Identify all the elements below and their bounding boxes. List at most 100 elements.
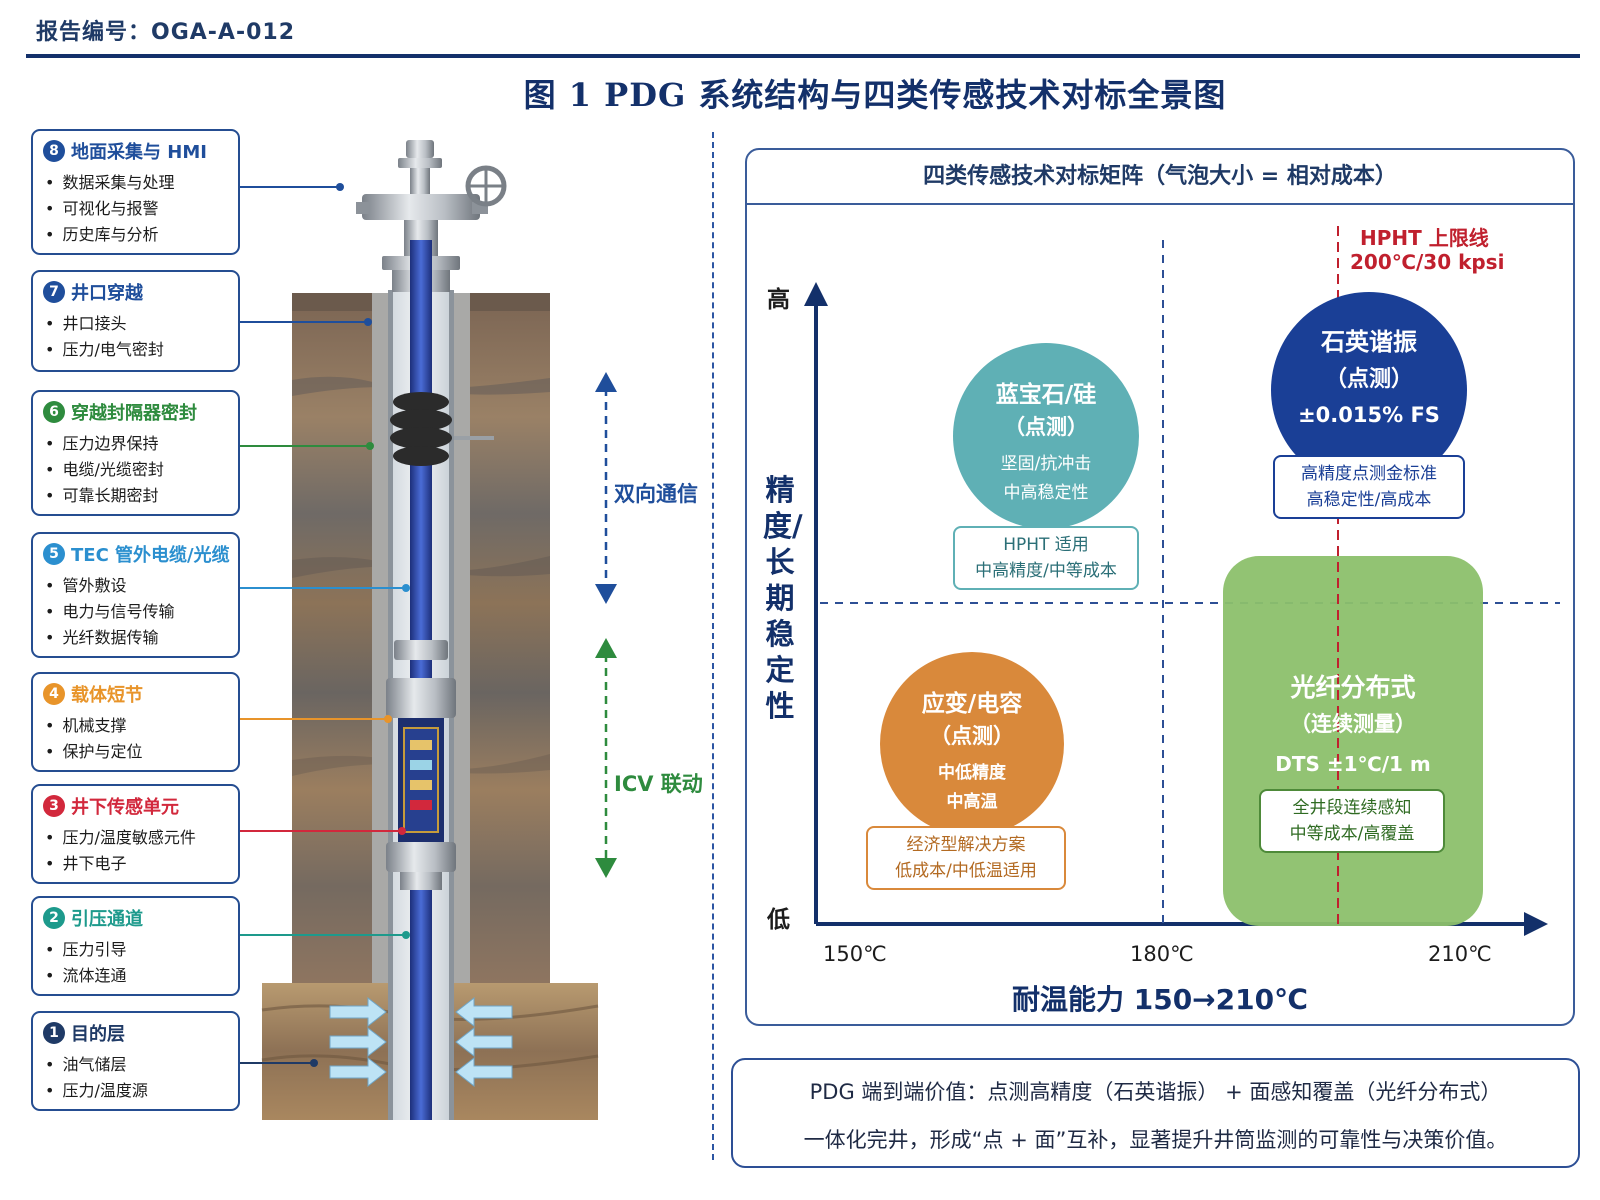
tag-strain-capacitive: 经济型解决方案 低成本/中低温适用 (866, 826, 1066, 890)
component-bullet: 可靠长期密封 (43, 483, 230, 509)
tag-line: 全井段连续感知 (1292, 798, 1412, 818)
component-title: 目的层 (71, 1024, 125, 1045)
comm-arrows (595, 372, 617, 878)
tag-line: 中高精度/中等成本 (975, 561, 1117, 581)
tag-line: HPHT 适用 (1003, 535, 1089, 555)
bubble-sapphire-silicon: 蓝宝石/硅 （点测） 坚固/抗冲击 中高稳定性 (953, 343, 1139, 529)
tech-mode: （连续测量） (1290, 712, 1416, 736)
y-axis-label: 精度/长期稳定性 (763, 473, 803, 723)
matrix-panel (745, 148, 1575, 1026)
leader-line-7 (240, 321, 368, 323)
leader-dot-5 (402, 584, 410, 592)
leader-line-6 (240, 445, 370, 447)
y-axis-low: 低 (767, 907, 790, 933)
tech-mode: （点测） (930, 724, 1014, 748)
bubble-strain-capacitive: 应变/电容 （点测） 中低精度 中高温 (880, 652, 1064, 836)
component-title: TEC 管外电缆/光缆 (71, 545, 230, 566)
x-axis-label: 耐温能力 150→210℃ (1011, 983, 1308, 1016)
component-bullet: 历史库与分析 (43, 222, 230, 248)
tag-line: 低成本/中低温适用 (895, 861, 1037, 881)
component-card-target-zone: 1 目的层 油气储层 压力/温度源 (31, 1011, 240, 1111)
fiber-region (1223, 556, 1483, 926)
component-title: 引压通道 (71, 909, 143, 930)
component-bullet: 保护与定位 (43, 739, 230, 765)
x-tick-150: 150℃ (823, 942, 887, 966)
tag-sapphire-silicon: HPHT 适用 中高精度/中等成本 (953, 526, 1139, 590)
component-title: 井口穿越 (71, 283, 143, 304)
component-title: 穿越封隔器密封 (71, 403, 197, 424)
component-card-wellhead-penetration: 7 井口穿越 井口接头 压力/电气密封 (31, 270, 240, 372)
component-bullet: 油气储层 (43, 1052, 230, 1078)
component-card-downhole-sensor: 3 井下传感单元 压力/温度敏感元件 井下电子 (31, 784, 240, 884)
tech-desc: 中低精度 (938, 763, 1006, 783)
component-bullet: 井下电子 (43, 851, 230, 877)
badge-number: 2 (43, 907, 65, 929)
leader-line-5 (240, 587, 406, 589)
header-rule (26, 54, 1580, 58)
panel-divider (712, 132, 714, 1160)
y-axis-high: 高 (767, 287, 790, 313)
component-bullet: 压力引导 (43, 937, 230, 963)
summary-box: PDG 端到端价值：点测高精度（石英谐振） + 面感知覆盖（光纤分布式） 一体化… (731, 1058, 1580, 1168)
x-tick-210: 210℃ (1428, 942, 1492, 966)
leader-dot-4 (384, 715, 392, 723)
component-card-carrier-sub: 4 载体短节 机械支撑 保护与定位 (31, 672, 240, 772)
component-bullet: 压力/电气密封 (43, 337, 230, 363)
tag-quartz-resonant: 高精度点测金标准 高稳定性/高成本 (1273, 455, 1465, 519)
bubble-fiber-distributed: 光纤分布式 （连续测量） DTS ±1℃/1 m (1223, 668, 1483, 776)
component-bullet: 机械支撑 (43, 713, 230, 739)
tech-desc: 中高稳定性 (1003, 483, 1089, 503)
component-bullet: 流体连通 (43, 963, 230, 989)
leader-line-1 (240, 1062, 314, 1064)
leader-dot-1 (310, 1059, 318, 1067)
component-bullet: 可视化与报警 (43, 196, 230, 222)
badge-number: 4 (43, 683, 65, 705)
tag-line: 高精度点测金标准 (1301, 464, 1437, 484)
figure-title: 图 1 PDG 系统结构与四类传感技术对标全景图 (523, 76, 1227, 114)
leader-dot-6 (366, 442, 374, 450)
component-bullet: 管外敷设 (43, 573, 230, 599)
report-number: 报告编号：OGA-A-012 (36, 20, 295, 45)
component-bullet: 数据采集与处理 (43, 170, 230, 196)
leader-line-8 (240, 186, 340, 188)
summary-line-2: 一体化完井，形成“点 + 面”互补，显著提升井筒监测的可靠性与决策价值。 (803, 1128, 1508, 1152)
tech-mode: （点测） (1324, 367, 1413, 392)
tag-line: 经济型解决方案 (906, 835, 1026, 855)
tech-desc: 中高温 (946, 792, 998, 812)
tech-desc: ±0.015% FS (1298, 403, 1440, 427)
badge-number: 7 (43, 281, 65, 303)
leader-line-3 (240, 830, 402, 832)
tech-name: 石英谐振 (1321, 328, 1417, 356)
summary-line-1: PDG 端到端价值：点测高精度（石英谐振） + 面感知覆盖（光纤分布式） (809, 1080, 1502, 1104)
tech-mode: （点测） (1004, 415, 1088, 439)
component-title: 地面采集与 HMI (71, 142, 207, 163)
leader-dot-2 (402, 931, 410, 939)
tech-name: 应变/电容 (921, 691, 1023, 717)
tag-line: 高稳定性/高成本 (1306, 490, 1432, 510)
component-bullet: 压力/温度敏感元件 (43, 825, 230, 851)
component-bullet: 电力与信号传输 (43, 599, 230, 625)
matrix-title: 四类传感技术对标矩阵（气泡大小 = 相对成本） (747, 150, 1573, 205)
comm-label-bidirectional: 双向通信 (614, 482, 698, 506)
tech-desc: DTS ±1℃/1 m (1275, 752, 1431, 776)
well-schematic (261, 140, 599, 1120)
component-bullet: 井口接头 (43, 311, 230, 337)
component-title: 载体短节 (71, 685, 143, 706)
leader-line-4 (240, 718, 388, 720)
tag-fiber-distributed: 全井段连续感知 中等成本/高覆盖 (1259, 789, 1445, 853)
badge-number: 3 (43, 795, 65, 817)
component-bullet: 压力边界保持 (43, 431, 230, 457)
component-title: 井下传感单元 (71, 797, 179, 818)
tech-name: 光纤分布式 (1290, 673, 1416, 702)
component-card-pressure-port: 2 引压通道 压力引导 流体连通 (31, 896, 240, 996)
badge-number: 5 (43, 543, 65, 565)
component-bullet: 压力/温度源 (43, 1078, 230, 1104)
leader-dot-3 (398, 827, 406, 835)
hpht-limit-value: 200℃/30 kpsi (1350, 250, 1505, 274)
tech-name: 蓝宝石/硅 (995, 382, 1097, 408)
tag-line: 中等成本/高覆盖 (1289, 824, 1415, 844)
badge-number: 1 (43, 1022, 65, 1044)
